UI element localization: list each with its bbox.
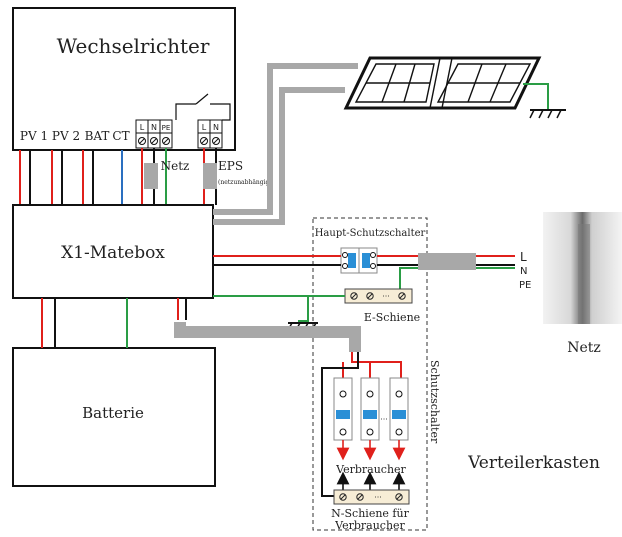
port-pv1-label: PV 1 xyxy=(20,129,48,143)
terminal-pe-label: PE xyxy=(162,124,171,132)
port-pv2-label: PV 2 xyxy=(52,129,80,143)
eps-cable-sleeve xyxy=(203,163,217,189)
neutral-arrows xyxy=(336,471,406,490)
distribution-box-label: Verteilerkasten xyxy=(467,453,600,473)
battery: Batterie xyxy=(12,347,216,487)
grid-cable-sleeve-main xyxy=(418,253,476,270)
port-bat-label: BAT xyxy=(85,129,110,143)
n-rail: ··· xyxy=(333,489,410,505)
e-rail: ··· xyxy=(344,288,413,304)
eps-terminal-n-label: N xyxy=(213,123,219,132)
eps-note: (netzunabhängig) xyxy=(218,179,272,186)
main-breaker xyxy=(340,247,378,274)
matebox: X1-Matebox xyxy=(12,204,214,299)
main-breaker-label: Haupt-Schutzschalter xyxy=(315,228,426,239)
e-rail-label: E-Schiene xyxy=(364,311,420,324)
line-pe-label: PE xyxy=(519,280,531,291)
line-n-label: N xyxy=(520,266,527,277)
distribution-box-outline xyxy=(312,217,428,531)
eps-terminal-l-label: L xyxy=(202,123,207,132)
line-l-label: L xyxy=(520,250,527,264)
terminal-n-label: N xyxy=(151,123,157,132)
consumer-arrows xyxy=(336,440,406,461)
panel-ground-wire xyxy=(523,83,566,119)
n-rail-label-line2: Verbraucher xyxy=(334,519,405,532)
breakers-label: Schutzschalter xyxy=(428,360,441,444)
port-ct-label: CT xyxy=(112,129,129,143)
inverter-title: Wechselrichter xyxy=(57,34,210,58)
terminal-l-label: L xyxy=(140,123,145,132)
n-rail-dots: ··· xyxy=(374,493,382,502)
eps-terminal-block: L N xyxy=(197,119,223,149)
matebox-to-battery-wires xyxy=(41,298,128,348)
matebox-label: X1-Matebox xyxy=(61,243,165,263)
internal-switch xyxy=(175,93,231,121)
solar-panel-array xyxy=(343,56,542,110)
inverter-to-matebox-wires xyxy=(19,148,217,205)
eps-label: EPS xyxy=(218,159,243,173)
grid-label: Netz xyxy=(567,340,601,356)
battery-label: Batterie xyxy=(82,404,144,422)
distribution-ground xyxy=(287,295,345,331)
pv-cable xyxy=(213,63,358,225)
consumer-breakers: ··· xyxy=(333,377,409,441)
e-rail-dots: ··· xyxy=(382,292,390,301)
grid-pole-image xyxy=(543,212,622,324)
eps-output-cable xyxy=(174,298,402,497)
breaker-dots: ··· xyxy=(380,415,388,424)
inverter-box: Wechselrichter PV 1 PV 2 BAT CT L N PE L… xyxy=(12,7,236,151)
grid-terminal-block: L N PE xyxy=(135,119,173,149)
grid-cable-sleeve xyxy=(144,163,158,189)
consumers-label: Verbraucher xyxy=(335,463,406,476)
n-rail-label-line1: N-Schiene für xyxy=(331,507,409,520)
netz-terminal-label: Netz xyxy=(161,159,190,173)
